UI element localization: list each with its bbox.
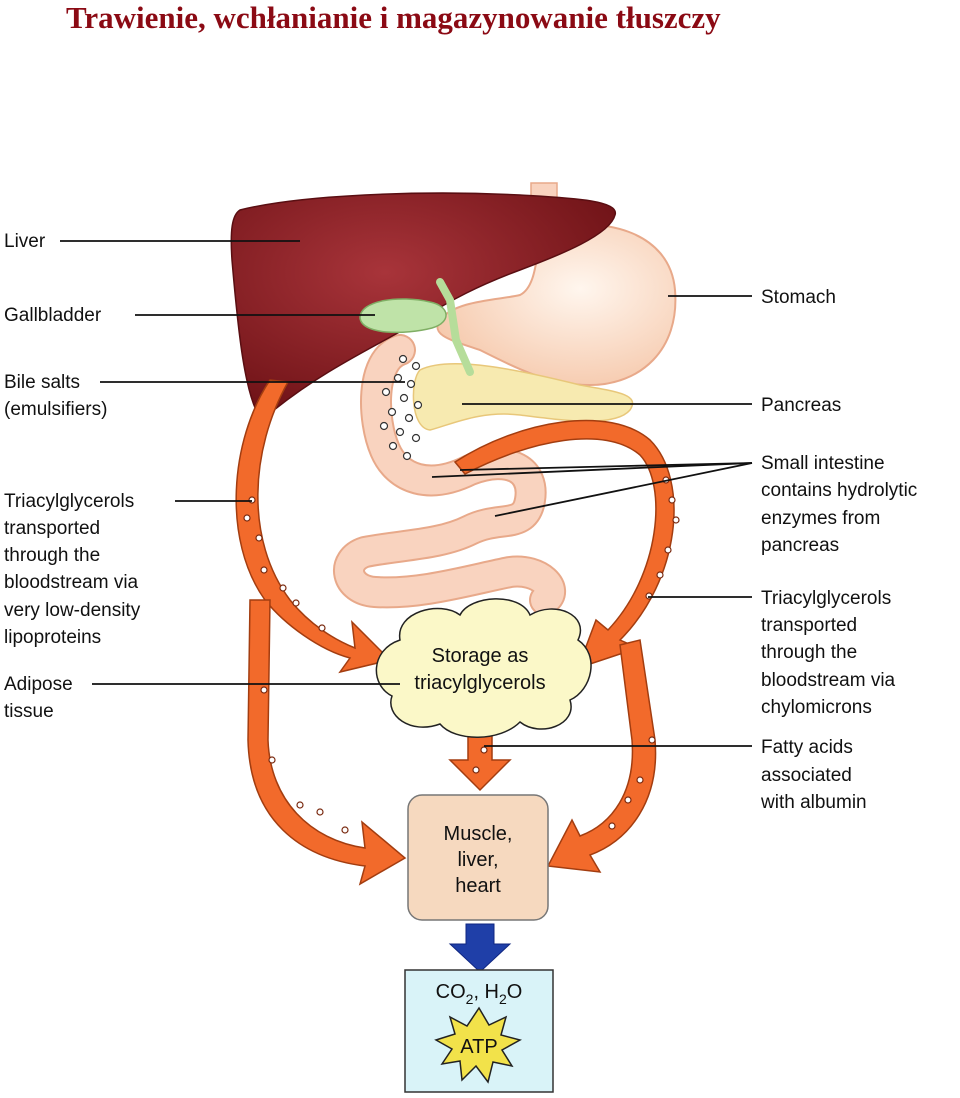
bile-duct — [436, 278, 474, 376]
down-arrow — [448, 923, 512, 973]
vldl-label-line-2: transported — [4, 518, 100, 539]
vldl-label-line-3: through the — [4, 545, 100, 566]
vldl-label-line-1: Triacylglycerols — [4, 491, 134, 512]
storage-cloud — [375, 598, 592, 738]
storage-label-line-2: triacylglycerols — [414, 672, 545, 694]
storage-label-line-1: Storage as — [432, 645, 529, 667]
small-intestine — [335, 336, 564, 614]
co2-h2o-box — [404, 969, 554, 1093]
vldl-label-line-5: very low-density — [4, 600, 141, 621]
small-intestine-label-line-2: contains hydrolytic — [761, 480, 917, 501]
muscle-liver-heart-box — [407, 794, 549, 921]
vldl-label-line-6: lipoproteins — [4, 627, 101, 648]
chylomicron-label-line-3: through the — [761, 642, 857, 663]
stomach — [436, 223, 677, 387]
chylomicron-label-line-4: bloodstream via — [761, 670, 896, 691]
chylomicron-label-line-1: Triacylglycerols — [761, 588, 891, 609]
co2-h2o-label: CO2, H2O — [436, 981, 523, 1007]
gallbladder-label: Gallbladder — [4, 305, 102, 326]
atp-burst-icon — [434, 1006, 522, 1084]
small-intestine-label-line-4: pancreas — [761, 535, 839, 556]
slide-title: Trawienie, wchłanianie i magazynowanie t… — [66, 0, 721, 35]
vldl-arrow — [235, 379, 392, 674]
fatty-acids-label-line-1: Fatty acids — [761, 737, 853, 758]
vldl-to-muscle-arrow — [247, 599, 407, 886]
muscle-label-line-1: Muscle, — [444, 823, 513, 845]
atp-label: ATP — [460, 1036, 497, 1058]
leader-lines — [60, 240, 753, 747]
chylomicron-arrow — [453, 419, 675, 670]
bile-salts-label-line-2: (emulsifiers) — [4, 399, 107, 420]
pancreas-label: Pancreas — [761, 395, 841, 416]
fatty-acid-arrow — [448, 734, 512, 792]
liver-label: Liver — [4, 231, 46, 252]
transport-arrows — [235, 379, 680, 886]
adipose-label-line-1: Adipose — [4, 674, 73, 695]
chylomicron-label-line-2: transported — [761, 615, 857, 636]
chylomicron-label-line-5: chylomicrons — [761, 697, 872, 718]
gallbladder — [359, 298, 447, 334]
small-intestine-label-line-3: enzymes from — [761, 508, 880, 529]
adipose-label-line-2: tissue — [4, 701, 54, 722]
small-intestine-label-line-1: Small intestine — [761, 453, 885, 474]
muscle-label-line-2: liver, — [457, 849, 498, 871]
stomach-label: Stomach — [761, 287, 836, 308]
fatty-acids-label-line-3: with albumin — [760, 792, 867, 813]
bile-salts-label-line-1: Bile salts — [4, 372, 80, 393]
vldl-label-line-4: bloodstream via — [4, 572, 139, 593]
muscle-label-line-3: heart — [455, 875, 501, 897]
fatty-acids-label-line-2: associated — [761, 765, 852, 786]
